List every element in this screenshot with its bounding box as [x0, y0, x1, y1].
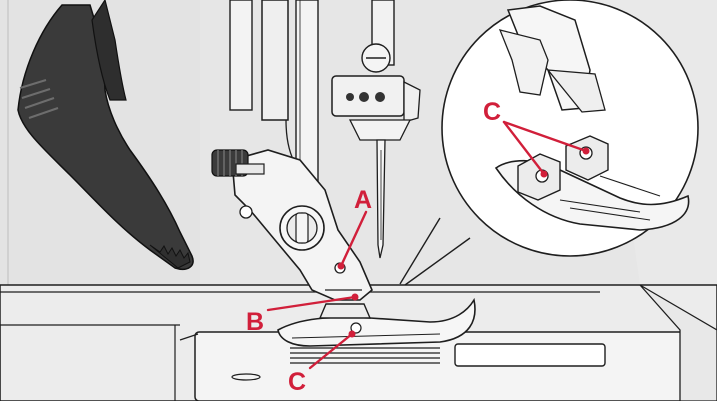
callout-b-label: B: [246, 308, 264, 336]
callout-c-inset-label: C: [483, 98, 501, 126]
callout-c-main-label: C: [288, 368, 306, 396]
callout-a-label: A: [354, 186, 372, 214]
